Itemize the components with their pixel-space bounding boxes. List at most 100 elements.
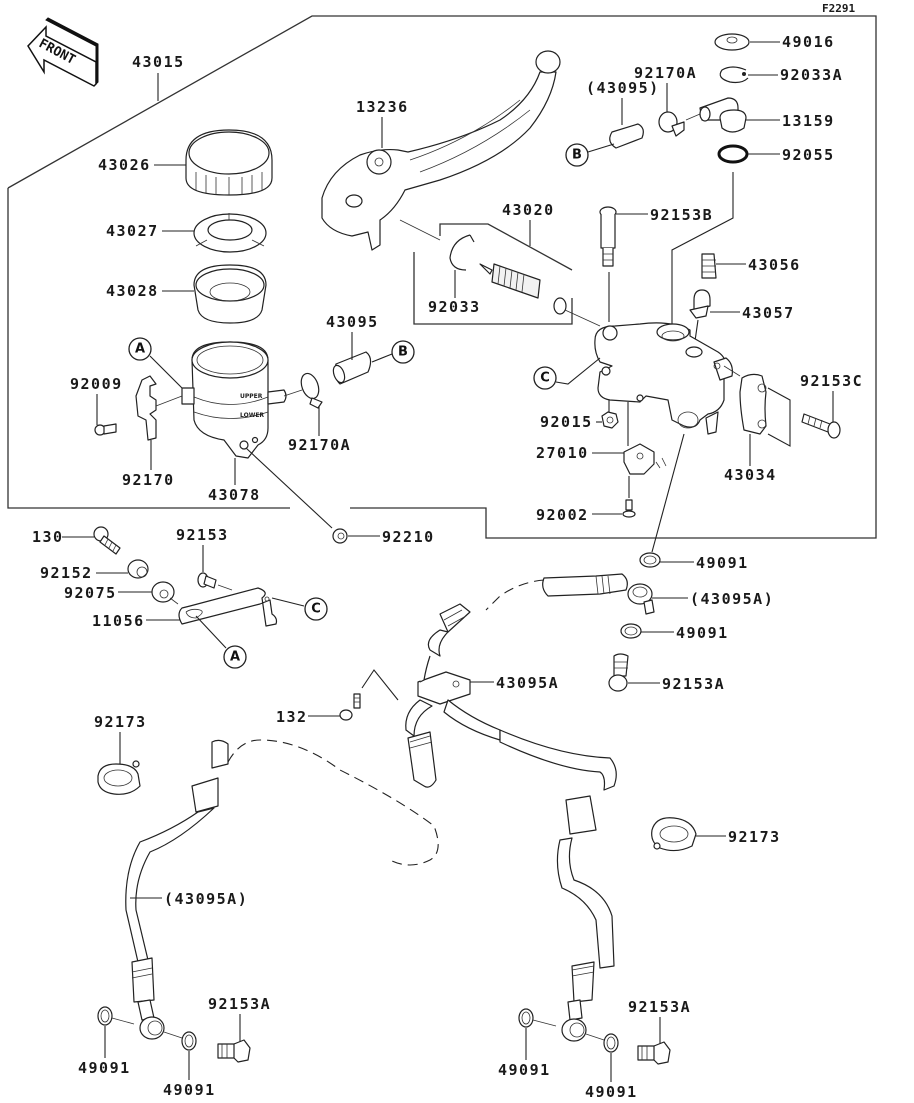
callout-43015: 43015 [132, 53, 185, 71]
callout-92055: 92055 [782, 146, 835, 164]
hose-segment [419, 655, 431, 683]
part-master-cylinder-body [594, 322, 733, 435]
ref-marker-c-bracket: C [304, 597, 328, 621]
leader-body-to-49091 [651, 433, 685, 553]
part-92153A-banjo-bolt-top [608, 653, 629, 692]
connector-line [585, 1033, 605, 1041]
part-92015-nut [601, 411, 619, 429]
part-130-bolt [93, 526, 121, 555]
part-27010-brake-switch [623, 443, 667, 475]
callout-43095A-ref-left: (43095A) [164, 890, 248, 908]
connector-line [111, 1017, 135, 1025]
part-49091-washer-l2 [181, 1031, 197, 1051]
callout-92210: 92210 [382, 528, 435, 546]
part-92033-circlip [449, 234, 475, 271]
part-92153B-pivot-bolt [599, 206, 617, 267]
callout-43078: 43078 [208, 486, 261, 504]
leader-ref-a [149, 355, 183, 389]
connector-line [723, 365, 741, 377]
part-43078-reservoir: UPPER LOWER [181, 341, 287, 459]
callout-92009: 92009 [70, 375, 123, 393]
callout-49091-r1: 49091 [498, 1061, 551, 1079]
callout-92153: 92153 [176, 526, 229, 544]
part-92210-nut [332, 528, 348, 544]
leader-ref-b-top [587, 143, 615, 153]
part-43095-hose [332, 351, 372, 385]
arrow-left-icon [27, 25, 97, 87]
leader-92055-to-body [671, 172, 734, 330]
figure-code: F2291 [822, 2, 855, 15]
svg-text:C: C [311, 602, 321, 617]
part-49091-washer-b [620, 623, 642, 639]
part-92055-o-ring [717, 144, 749, 164]
part-92002-screw [622, 499, 636, 518]
callout-92153A-left: 92153A [208, 995, 271, 1013]
assembly-frame [7, 15, 877, 539]
part-43057-cap [689, 289, 711, 319]
connector-line [685, 113, 701, 121]
part-92173-clamp-right [651, 817, 697, 852]
callout-92033: 92033 [428, 298, 481, 316]
badge-shadow [45, 17, 99, 86]
callout-49091-a: 49091 [696, 554, 749, 572]
part-92075-damper [151, 581, 175, 603]
callout-92153B: 92153B [650, 206, 713, 224]
part-92153C-bolt [801, 413, 841, 439]
part-92170A-clamp-top [658, 111, 685, 137]
part-43026-reservoir-cap [185, 129, 273, 196]
callout-43028: 43028 [106, 282, 159, 300]
callout-49016: 49016 [782, 33, 835, 51]
part-11056-bracket [178, 587, 278, 627]
callout-43095-ref: (43095) [586, 79, 660, 97]
part-43095A-hose-right [499, 729, 617, 1042]
leader-43034-bracket [767, 387, 791, 447]
ref-marker-a-reservoir: A [128, 337, 152, 361]
callout-92173-right: 92173 [728, 828, 781, 846]
leader-ref-a-bracket [195, 615, 227, 649]
hose-dashed-route [485, 579, 545, 611]
callout-43026: 43026 [98, 156, 151, 174]
callout-43095: 43095 [326, 313, 379, 331]
callout-92170A-top: 92170A [634, 64, 697, 82]
front-orientation-badge: FRONT [27, 17, 99, 87]
svg-text:B: B [398, 345, 408, 360]
part-92152-collar [127, 559, 149, 579]
connector-line [564, 309, 601, 327]
lower-mark: LOWER [240, 412, 264, 419]
part-49091-washer-r1 [518, 1008, 534, 1028]
leader-ref-c [555, 357, 601, 385]
assembly-frame-left [7, 188, 290, 509]
connector-line [532, 1019, 557, 1027]
callout-132: 132 [276, 708, 308, 726]
svg-text:C: C [540, 371, 550, 386]
callout-49091-b: 49091 [676, 624, 729, 642]
callout-49091-r2: 49091 [585, 1083, 638, 1101]
callout-43095A-ref-top: (43095A) [690, 590, 774, 608]
callout-92075: 92075 [64, 584, 117, 602]
callout-43034: 43034 [724, 466, 777, 484]
part-49091-washer-a [639, 552, 661, 568]
part-43034-clamp [739, 373, 767, 435]
connector-line [283, 389, 303, 397]
part-92033A-circlip [719, 66, 749, 84]
callout-92152: 92152 [40, 564, 93, 582]
callout-92153A-right: 92153A [628, 998, 691, 1016]
part-92170A-hose-clamp [300, 372, 323, 409]
part-49091-washer-r2 [603, 1033, 619, 1053]
part-piston-assembly [479, 263, 567, 315]
part-13236-brake-lever [321, 50, 561, 251]
connector-line [399, 219, 441, 241]
ref-marker-a-bracket: A [223, 645, 247, 669]
callout-43095A: 43095A [496, 674, 559, 692]
hose-dashed-route-left [227, 739, 439, 866]
upper-mark: UPPER [240, 393, 263, 400]
svg-text:A: A [230, 650, 240, 665]
hose-ferrule [409, 735, 433, 749]
callout-92002: 92002 [536, 506, 589, 524]
leader-92210-to-reservoir [245, 447, 333, 529]
part-43027-diaphragm-plate [193, 213, 267, 253]
part-43028-diaphragm [193, 264, 267, 324]
part-43095-hose-ref [609, 123, 644, 149]
piston-kit-frame [413, 223, 573, 325]
